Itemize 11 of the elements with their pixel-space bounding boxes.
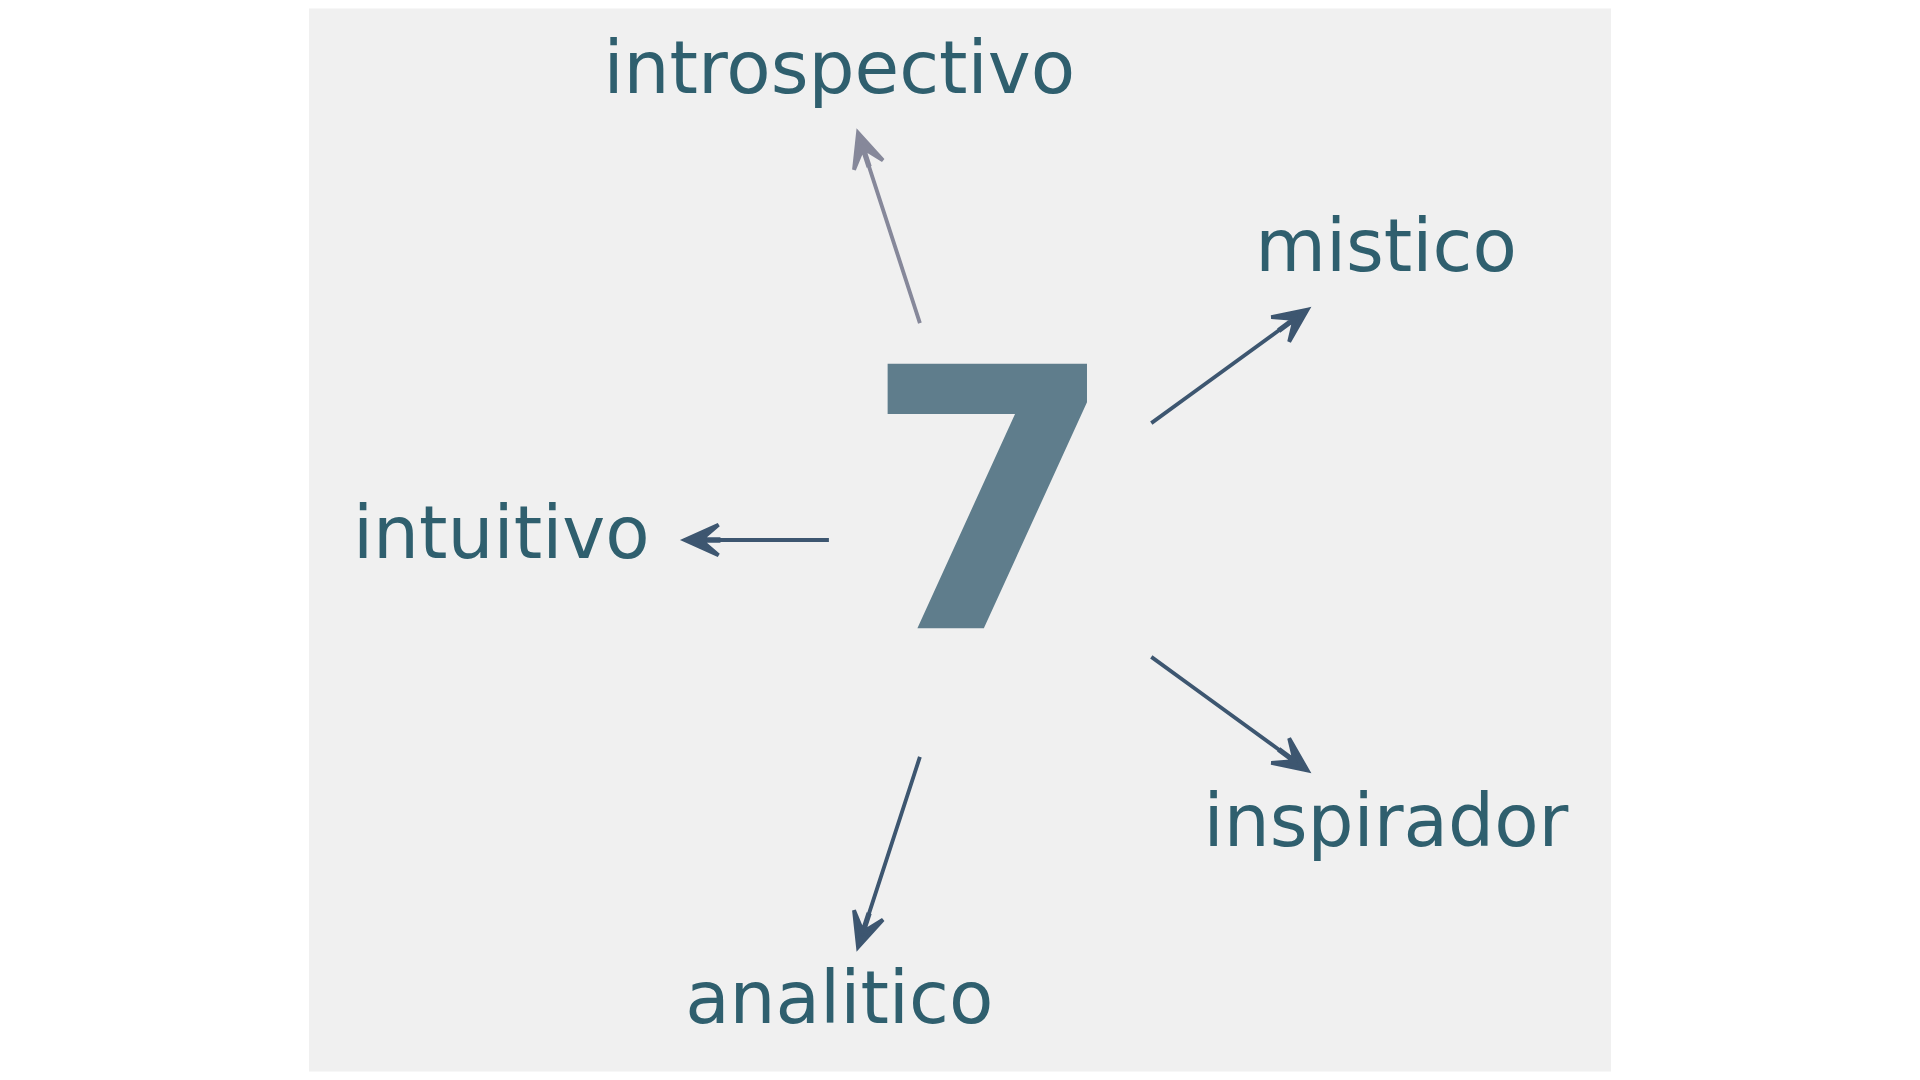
arrow (852, 756, 922, 950)
node-text: 7 (863, 291, 1116, 715)
node-text: analitico (685, 956, 994, 1041)
arrow (1150, 655, 1310, 773)
node-text: intuitivo (352, 491, 650, 576)
node-text: inspirador (1203, 778, 1569, 863)
node-text: introspectivo (603, 26, 1076, 111)
arrow (1150, 307, 1310, 425)
node-text: mistico (1255, 203, 1517, 288)
arrow (852, 130, 922, 324)
arrow (682, 522, 829, 558)
